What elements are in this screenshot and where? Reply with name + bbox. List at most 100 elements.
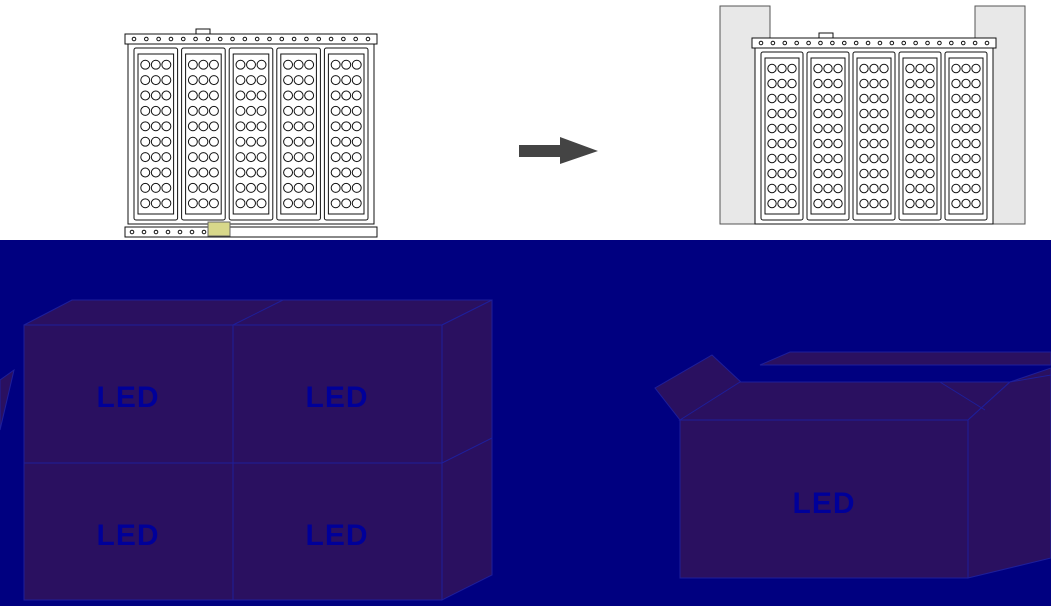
led-lens: [140, 136, 151, 147]
led-lens: [813, 153, 823, 164]
led-lens: [915, 63, 925, 74]
bracket-bolt: [818, 40, 823, 46]
led-lens: [256, 152, 267, 163]
led-lens: [767, 78, 777, 89]
led-lens: [767, 168, 777, 179]
led-lens: [823, 183, 833, 194]
led-lens: [787, 198, 797, 209]
led-lens: [905, 93, 915, 104]
led-lens: [341, 152, 352, 163]
led-lens: [330, 90, 341, 101]
led-lens: [351, 167, 362, 178]
led-lens: [150, 105, 161, 116]
led-lens: [304, 136, 315, 147]
led-lens: [256, 136, 267, 147]
led-lens: [283, 136, 294, 147]
led-lens: [187, 121, 198, 132]
led-lens: [777, 138, 787, 149]
led-lens: [341, 136, 352, 147]
led-lens: [859, 198, 869, 209]
box-label-bottom-right: LED: [306, 519, 369, 552]
led-lens: [859, 153, 869, 164]
led-lens: [304, 90, 315, 101]
led-lens: [256, 121, 267, 132]
led-lens: [187, 152, 198, 163]
bracket-bolt: [304, 36, 309, 42]
led-lens: [915, 78, 925, 89]
bracket-bolt: [165, 229, 171, 235]
led-lens: [256, 75, 267, 86]
led-lens: [150, 182, 161, 193]
bracket-bolt: [291, 36, 297, 42]
led-lens: [915, 138, 925, 149]
led-lens: [961, 123, 971, 134]
led-lens: [283, 105, 294, 116]
led-panel-lens: [856, 57, 892, 215]
led-lens: [823, 198, 833, 209]
led-lens: [330, 136, 341, 147]
bracket-bolt: [853, 40, 859, 46]
led-lens: [351, 198, 362, 209]
led-lens: [925, 123, 935, 134]
led-lens: [330, 105, 341, 116]
led-lens: [813, 108, 823, 119]
led-lens: [187, 182, 198, 193]
led-lens: [140, 59, 151, 70]
led-lens: [351, 152, 362, 163]
led-lens: [961, 153, 971, 164]
led-lens: [971, 78, 981, 89]
right-arrow-icon: [519, 137, 598, 164]
led-lens: [235, 105, 246, 116]
led-lens: [869, 138, 879, 149]
box-label-bottom-left: LED: [97, 519, 160, 552]
bracket-bolt: [794, 40, 799, 46]
led-lens: [833, 108, 843, 119]
led-lens: [150, 75, 161, 86]
led-lens: [915, 198, 925, 209]
bracket-bolt: [782, 40, 788, 46]
led-lens: [787, 168, 797, 179]
led-lens: [915, 153, 925, 164]
led-lens: [777, 63, 787, 74]
led-lens: [256, 59, 267, 70]
open-box-back-flap: [759, 351, 1051, 366]
led-lens: [915, 168, 925, 179]
led-lens: [833, 153, 843, 164]
led-lens: [351, 105, 362, 116]
led-lens: [951, 198, 961, 209]
led-lens: [905, 78, 915, 89]
led-lens: [304, 75, 315, 86]
led-lens: [777, 93, 787, 104]
led-lens: [869, 183, 879, 194]
led-lens: [304, 167, 315, 178]
led-lens: [161, 198, 172, 209]
bracket-bolt: [770, 40, 776, 46]
led-lens: [869, 108, 879, 119]
led-lens: [161, 59, 172, 70]
led-lens: [235, 121, 246, 132]
led-lens: [823, 108, 833, 119]
led-lens: [925, 63, 935, 74]
led-lens: [869, 78, 879, 89]
led-lens: [787, 123, 797, 134]
bracket-bolt: [972, 40, 978, 46]
led-lens: [961, 63, 971, 74]
open-box-front-face: [679, 419, 969, 579]
bracket-bolt: [758, 40, 764, 46]
led-lens: [341, 182, 352, 193]
led-lens: [925, 108, 935, 119]
bracket-bolt: [913, 40, 918, 46]
led-lens: [150, 167, 161, 178]
led-lens: [187, 198, 198, 209]
led-lens: [198, 59, 209, 70]
led-lens: [187, 90, 198, 101]
led-lens: [971, 198, 981, 209]
led-panel-lens: [810, 57, 846, 215]
led-lens: [823, 168, 833, 179]
led-lens: [283, 121, 294, 132]
bracket-bolt: [841, 40, 847, 46]
led-lens: [905, 108, 915, 119]
bracket-bolt: [230, 36, 235, 42]
led-lens: [813, 93, 823, 104]
led-lens: [787, 108, 797, 119]
